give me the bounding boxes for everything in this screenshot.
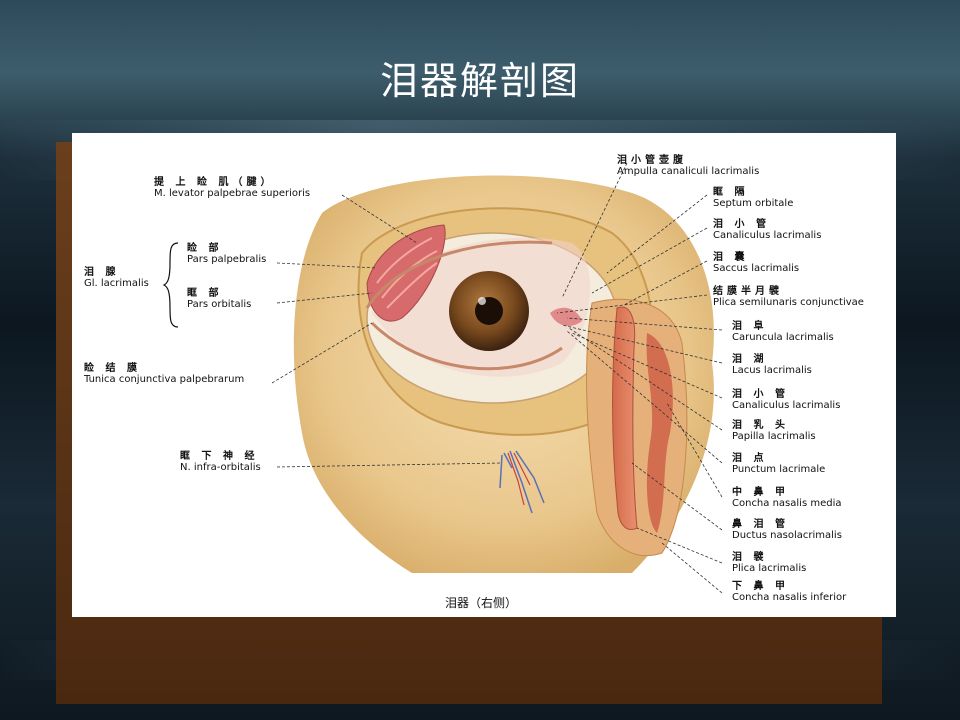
- gland-brace: [162, 242, 179, 328]
- anatomy-figure: 提 上 睑 肌（腱） M. levator palpebrae superior…: [72, 133, 896, 617]
- figure-caption: 泪器（右侧）: [445, 596, 518, 610]
- lacrimal-caruncle: [550, 307, 582, 326]
- label-la: Plica lacrimalis: [732, 563, 807, 574]
- label-pars-orbitalis: 眶 部 Pars orbitalis: [187, 288, 251, 310]
- label-lacus: 泪 湖 Lacus lacrimalis: [732, 354, 812, 376]
- label-la: Concha nasalis media: [732, 498, 842, 509]
- label-cn: 泪 阜: [732, 321, 768, 332]
- label-pars-palpebralis: 睑 部 Pars palpebralis: [187, 243, 266, 265]
- lacrimal-sac-duct: [612, 306, 638, 530]
- label-caruncula: 泪 阜 Caruncula lacrimalis: [732, 321, 834, 343]
- anatomy-illustration: [162, 162, 723, 594]
- label-la: Tunica conjunctiva palpebrarum: [84, 374, 245, 385]
- upper-eyelid: [365, 240, 553, 309]
- label-concha-media: 中 鼻 甲 Concha nasalis media: [732, 487, 841, 509]
- label-la: Canaliculus lacrimalis: [713, 230, 822, 241]
- label-ductus-nasolacrimalis: 鼻 泪 管 Ductus nasolacrimalis: [732, 519, 842, 541]
- label-cn: 结膜半月襞: [713, 286, 783, 297]
- label-cn: 睑 结 膜: [84, 363, 141, 374]
- label-punctum: 泪 点 Punctum lacrimale: [732, 453, 825, 475]
- label-concha-inferior: 下 鼻 甲 Concha nasalis inferior: [732, 581, 846, 603]
- label-levator: 提 上 睑 肌（腱） M. levator palpebrae superior…: [154, 177, 310, 199]
- label-la: Septum orbitale: [713, 198, 794, 209]
- label-la: Caruncula lacrimalis: [732, 332, 834, 343]
- label-cn: 眶 下 神 经: [180, 451, 259, 462]
- leader-lines-right: [556, 162, 723, 594]
- label-ampulla: 泪小管壶腹 Ampulla canaliculi lacrimalis: [617, 155, 759, 177]
- label-tunica-conjunctiva: 睑 结 膜 Tunica conjunctiva palpebrarum: [84, 363, 244, 385]
- label-cn: 泪 小 管: [713, 219, 770, 230]
- infraorbital-vessels: [507, 452, 531, 506]
- label-infraorbital-nerve: 眶 下 神 经 N. infra-orbitalis: [180, 451, 261, 473]
- lower-eyelid: [370, 321, 563, 371]
- label-la: Papilla lacrimalis: [732, 431, 816, 442]
- label-septum-orbitale: 眶 隔 Septum orbitale: [713, 187, 793, 209]
- label-cn: 眶 隔: [713, 187, 749, 198]
- label-la: M. levator palpebrae superioris: [154, 188, 311, 199]
- label-cn: 下 鼻 甲: [732, 581, 789, 592]
- label-plica-semilunaris: 结膜半月襞 Plica semilunaris conjunctivae: [713, 286, 864, 308]
- label-cn: 泪 囊: [713, 252, 749, 263]
- label-la: Pars orbitalis: [187, 299, 252, 310]
- label-cn: 提 上 睑 肌（腱）: [154, 177, 275, 188]
- label-la: Plica semilunaris conjunctivae: [713, 297, 864, 308]
- slide-title: 泪器解剖图: [379, 59, 580, 103]
- label-la: Canaliculus lacrimalis: [732, 400, 841, 411]
- label-cn: 鼻 泪 管: [732, 519, 789, 530]
- label-canaliculus-1: 泪 小 管 Canaliculus lacrimalis: [713, 219, 821, 241]
- nasal-concha: [646, 333, 673, 533]
- label-la: Punctum lacrimale: [732, 464, 826, 475]
- label-cn: 睑 部: [187, 243, 223, 254]
- label-cn: 泪 点: [732, 453, 768, 464]
- label-cn: 泪 腺: [84, 267, 120, 278]
- label-papilla: 泪 乳 头 Papilla lacrimalis: [732, 420, 816, 442]
- leader-lines-left: [271, 194, 503, 468]
- label-la: Saccus lacrimalis: [713, 263, 800, 274]
- label-cn: 泪小管壶腹: [617, 155, 687, 166]
- label-la: Gl. lacrimalis: [84, 278, 149, 289]
- label-canaliculus-2: 泪 小 管 Canaliculus lacrimalis: [732, 389, 840, 411]
- label-la: Ampulla canaliculi lacrimalis: [617, 166, 760, 177]
- label-cn: 泪 襞: [732, 552, 768, 563]
- label-plica-lacrimalis: 泪 襞 Plica lacrimalis: [732, 552, 806, 574]
- label-la: Ductus nasolacrimalis: [732, 530, 842, 541]
- label-cn: 泪 小 管: [732, 389, 789, 400]
- nasal-wall: [586, 298, 688, 557]
- label-la: Pars palpebralis: [187, 254, 267, 265]
- label-cn: 眶 部: [187, 288, 223, 299]
- label-cn: 中 鼻 甲: [732, 487, 789, 498]
- label-saccus: 泪 囊 Saccus lacrimalis: [713, 252, 799, 274]
- label-lacrimal-gland: 泪 腺 Gl. lacrimalis: [84, 267, 149, 289]
- pupil-highlight: [478, 297, 486, 305]
- label-la: Concha nasalis inferior: [732, 592, 847, 603]
- label-la: N. infra-orbitalis: [180, 462, 261, 473]
- label-cn: 泪 湖: [732, 354, 768, 365]
- label-la: Lacus lacrimalis: [732, 365, 812, 376]
- label-cn: 泪 乳 头: [732, 420, 789, 431]
- infraorbital-nerve: [499, 450, 545, 514]
